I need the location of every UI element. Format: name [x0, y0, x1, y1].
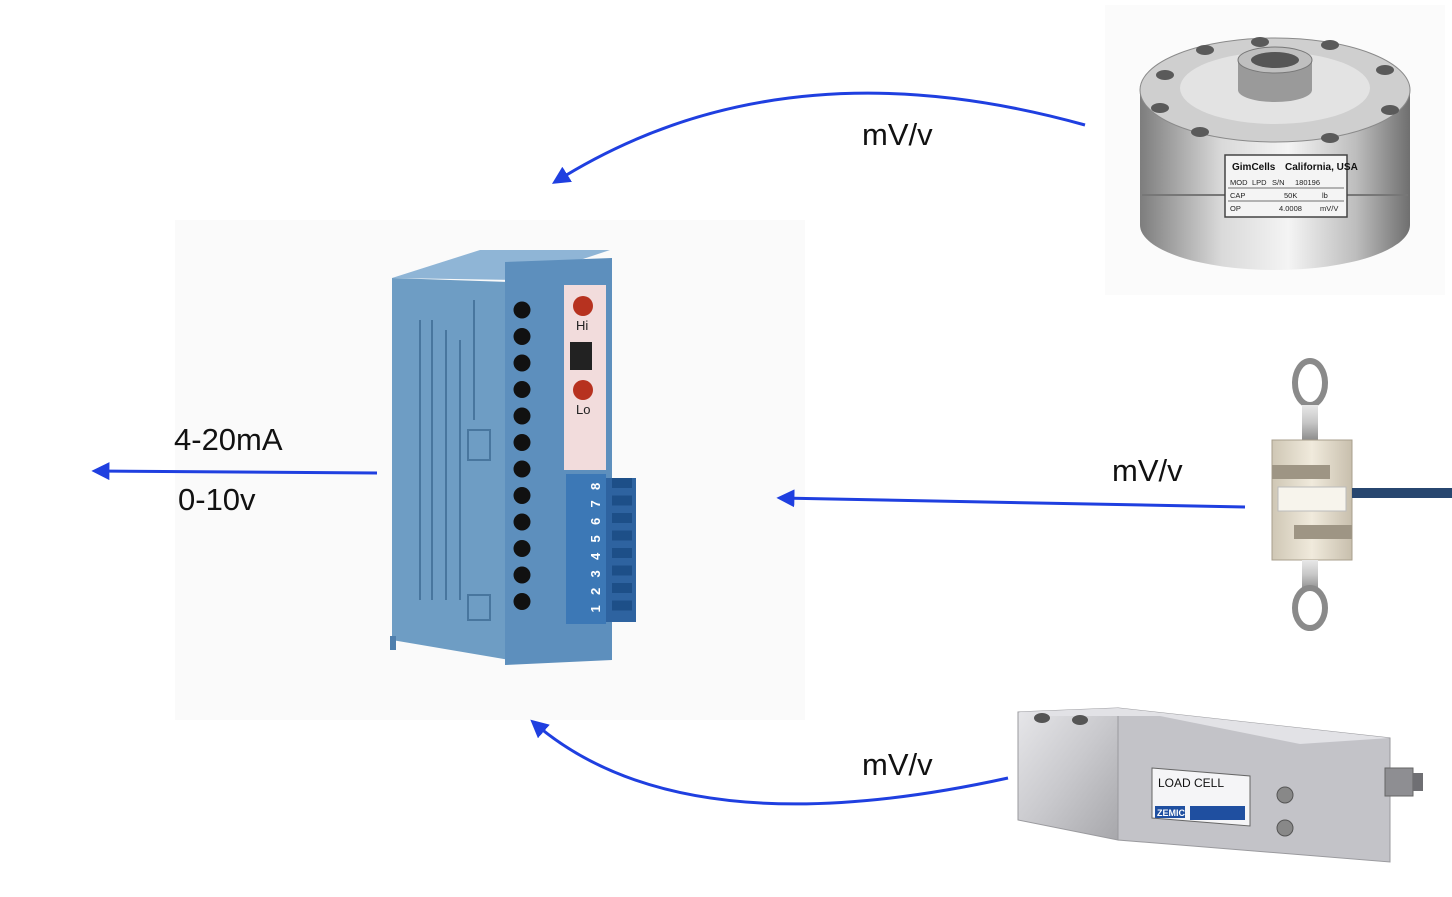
output-label-current: 4-20mA	[174, 422, 283, 457]
terminal-slot	[612, 530, 632, 541]
terminal-slot	[612, 583, 632, 593]
terminal-numbers: 8 7 6 5 4 3 2 1	[588, 478, 632, 613]
svg-text:50K: 50K	[1284, 191, 1297, 200]
arrow-sensor1-to-amp	[551, 91, 1086, 184]
rod-end-bottom	[1292, 585, 1328, 631]
s-cable	[1352, 488, 1452, 498]
screw-terminal	[513, 354, 531, 372]
beam-label-brand: ZEMIC	[1157, 808, 1185, 818]
arrow-sensor3-to-amp	[530, 719, 1009, 806]
svg-text:4.0008: 4.0008	[1279, 204, 1302, 213]
svg-text:180196: 180196	[1295, 178, 1320, 187]
terminal-slot	[612, 513, 632, 523]
amplifier-top	[392, 250, 610, 280]
beam-label-title: LOAD CELL	[1158, 776, 1224, 790]
svg-text:S/N: S/N	[1272, 178, 1285, 187]
screw-terminal	[513, 566, 531, 584]
indicator-hi-label: Hi	[576, 318, 588, 333]
arrow-sensor2-to-amp	[776, 489, 1246, 509]
arrow-amp-output	[91, 462, 378, 481]
terminal-slot	[612, 495, 632, 506]
screw-terminal	[513, 434, 531, 451]
led-lo	[573, 380, 593, 400]
signal-label-sensor2: mV/v	[1112, 453, 1183, 488]
screw-terminal	[513, 540, 531, 557]
indicator-lo-label: Lo	[576, 402, 590, 417]
connector-block	[566, 474, 606, 624]
signal-amplifier: Hi Lo 8 7 6 5 4 3 2 1	[390, 250, 636, 665]
svg-text:CAP: CAP	[1230, 191, 1245, 200]
terminal-number: 7	[588, 500, 603, 507]
screw-terminal	[513, 328, 531, 345]
screw-terminal	[513, 593, 531, 610]
screw-terminals	[513, 301, 531, 610]
terminal-number: 2	[588, 588, 603, 595]
indicator-panel	[564, 285, 606, 470]
svg-text:LPD: LPD	[1252, 178, 1267, 187]
screw-terminal	[513, 407, 531, 425]
amplifier-side-label	[419, 300, 491, 621]
terminal-number: 3	[588, 570, 603, 577]
beam-body	[1117, 707, 1391, 863]
terminal-number: 4	[588, 552, 603, 560]
plate-origin: California, USA	[1285, 162, 1358, 173]
terminal-number: 8	[588, 483, 603, 490]
svg-text:mV/V: mV/V	[1320, 204, 1338, 213]
svg-text:OP: OP	[1230, 204, 1241, 213]
svg-text:MOD: MOD	[1230, 178, 1248, 187]
screw-terminal	[513, 301, 531, 319]
screw-terminal	[513, 381, 531, 398]
screw-terminal	[513, 487, 531, 504]
signal-label-sensor1: mV/v	[862, 117, 933, 152]
single-point-load-cell: LOAD CELL ZEMIC	[1017, 707, 1423, 863]
signal-arrows	[91, 91, 1246, 806]
bolt-holes	[1151, 37, 1399, 143]
terminal-slot	[612, 565, 632, 576]
nameplate: GimCells California, USA MOD LPD S/N 180…	[1224, 154, 1358, 218]
plate-brand: GimCells	[1232, 162, 1276, 173]
terminal-slot	[612, 600, 632, 611]
screw-terminal	[513, 513, 531, 531]
signal-label-sensor3: mV/v	[862, 747, 933, 782]
output-label-voltage: 0-10v	[178, 482, 256, 517]
amplifier-side	[392, 278, 510, 660]
screw-terminal	[513, 460, 531, 478]
s-type-load-cell	[1271, 358, 1452, 631]
terminal-number: 5	[588, 535, 603, 542]
dip-switch	[570, 342, 592, 370]
terminal-slot	[612, 548, 632, 558]
led-hi	[573, 296, 593, 316]
terminal-slot	[612, 478, 632, 488]
pancake-load-cell: GimCells California, USA MOD LPD S/N 180…	[1105, 5, 1445, 295]
cable-gland	[1384, 767, 1414, 797]
s-label	[1277, 486, 1347, 512]
terminal-number: 6	[588, 518, 603, 525]
rod-end-top	[1292, 358, 1328, 408]
terminal-number: 1	[588, 605, 603, 612]
svg-text:lb: lb	[1322, 191, 1328, 200]
